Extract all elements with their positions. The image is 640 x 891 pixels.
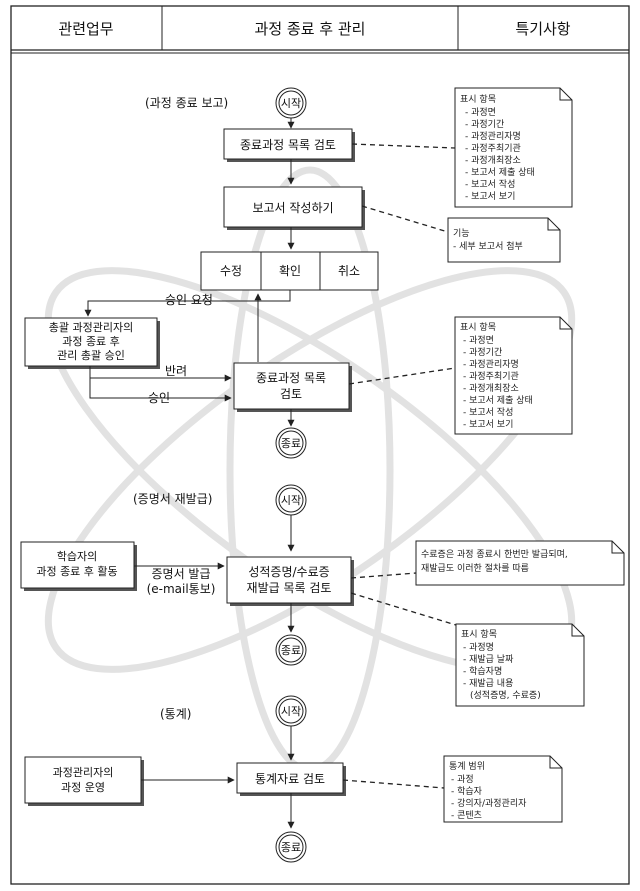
- svg-text:검토: 검토: [280, 387, 302, 401]
- svg-text:과정관리자의: 과정관리자의: [53, 766, 114, 779]
- note-stats-scope: 통계 범위 - 과정 - 학습자 - 강의자/과정관리자 - 콘텐츠: [443, 755, 563, 823]
- review-box-1: 종료과정 목록 검토: [223, 128, 355, 162]
- svg-text:관리 총괄 승인: 관리 총괄 승인: [57, 349, 125, 362]
- svg-text:성적증명/수료증: 성적증명/수료증: [248, 565, 329, 579]
- action-buttons: 수정 확인 취소: [200, 251, 379, 291]
- note-display-items-1: 표시 항목 - 과정면 - 과정기간 - 과정관리자명 - 과정주최기관 - 과…: [454, 87, 573, 208]
- reissue-review-box: 성적증명/수료증 재발급 목록 검토: [226, 556, 354, 606]
- svg-text:- 강의자/과정관리자: - 강의자/과정관리자: [451, 798, 527, 809]
- svg-text:시작: 시작: [281, 97, 301, 110]
- svg-text:- 재발급 날짜: - 재발급 날짜: [463, 654, 514, 665]
- start-node-1: 시작: [275, 87, 307, 119]
- approver-box: 총괄 과정관리자의 과정 종료 후 관리 총괄 승인: [24, 317, 160, 369]
- svg-text:보고서 작성하기: 보고서 작성하기: [252, 201, 333, 215]
- note-function: 기능 - 세부 보고서 첨부: [447, 217, 561, 263]
- svg-text:종료: 종료: [281, 437, 301, 450]
- svg-text:- 과정면: - 과정면: [465, 107, 496, 118]
- svg-text:- 과정관리자명: - 과정관리자명: [465, 131, 521, 142]
- header-row: 관련업무 과정 종료 후 관리 특기사항: [11, 6, 629, 54]
- section-title-reissue: (증명서 재발급): [133, 492, 212, 506]
- svg-text:- 재발급 내용: - 재발급 내용: [463, 678, 513, 689]
- svg-text:- 보고서 보기: - 보고서 보기: [463, 419, 513, 430]
- page-frame: [10, 5, 630, 885]
- svg-text:학습자의: 학습자의: [57, 550, 97, 563]
- end-node-1: 종료: [275, 427, 307, 459]
- svg-text:표시 항목: 표시 항목: [460, 322, 496, 333]
- approve-label: 승인: [148, 391, 170, 405]
- start-node-3: 시작: [275, 695, 307, 727]
- note-display-items-2: 표시 항목 - 과정면 - 과정기간 - 과정관리자명 - 과정주최기관 - 과…: [454, 316, 573, 435]
- stats-review-box: 통계자료 검토: [236, 762, 346, 796]
- svg-text:종료: 종료: [281, 841, 301, 854]
- end-node-3: 종료: [275, 831, 307, 863]
- start-node-2: 시작: [275, 484, 307, 516]
- svg-text:- 과정: - 과정: [451, 774, 474, 785]
- approval-request-label: 승인 요청: [165, 293, 213, 307]
- header-col-post-course: 과정 종료 후 관리: [255, 20, 366, 38]
- svg-text:총괄 과정관리자의: 총괄 과정관리자의: [49, 321, 133, 334]
- svg-text:과정 종료 후: 과정 종료 후: [62, 335, 120, 348]
- svg-text:시작: 시작: [281, 494, 301, 507]
- svg-text:표시 항목: 표시 항목: [461, 629, 497, 640]
- header-col-related: 관련업무: [58, 20, 113, 38]
- svg-text:- 세부 보고서 첨부: - 세부 보고서 첨부: [453, 241, 523, 252]
- svg-text:수료증은 과정 종료시 한번만 발급되며,: 수료증은 과정 종료시 한번만 발급되며,: [421, 549, 568, 560]
- svg-text:- 과정관리자명: - 과정관리자명: [463, 359, 519, 370]
- svg-text:기능: 기능: [453, 228, 470, 239]
- issue-label-line2: (e-mail통보): [147, 582, 216, 596]
- svg-text:- 보고서 작성: - 보고서 작성: [465, 179, 515, 190]
- svg-text:- 학습자: - 학습자: [451, 786, 483, 797]
- svg-text:- 과정기간: - 과정기간: [463, 347, 502, 358]
- svg-text:(성적증명, 수료증): (성적증명, 수료증): [470, 689, 541, 701]
- report-write-box: 보고서 작성하기: [223, 186, 365, 230]
- svg-text:- 과정기간: - 과정기간: [465, 119, 504, 130]
- header-col-remarks: 특기사항: [515, 20, 570, 38]
- svg-text:- 과정주최기관: - 과정주최기관: [465, 143, 521, 154]
- svg-text:- 보고서 작성: - 보고서 작성: [463, 407, 513, 418]
- review-box-2: 종료과정 목록 검토: [233, 362, 352, 412]
- svg-text:과정 운영: 과정 운영: [61, 781, 105, 794]
- svg-text:시작: 시작: [281, 705, 301, 718]
- section-title-completion-report: (과정 종료 보고): [145, 96, 228, 110]
- svg-text:종료: 종료: [281, 644, 301, 657]
- svg-text:- 과정명: - 과정명: [463, 642, 494, 653]
- svg-text:- 보고서 제출 상태: - 보고서 제출 상태: [463, 395, 533, 406]
- svg-text:- 보고서 보기: - 보고서 보기: [465, 191, 515, 202]
- course-operation-box: 과정관리자의 과정 운영: [24, 756, 144, 806]
- cancel-button: 취소: [338, 264, 360, 278]
- svg-text:- 과정면: - 과정면: [463, 335, 494, 346]
- svg-text:표시 항목: 표시 항목: [460, 94, 496, 105]
- svg-text:- 과정개최장소: - 과정개최장소: [463, 383, 519, 394]
- note-reissue-policy: 수료증은 과정 종료시 한번만 발급되며, 재발급도 이러한 절차를 따름: [415, 540, 625, 586]
- note-display-items-3: 표시 항목 - 과정명 - 재발급 날짜 - 학습자명 - 재발급 내용 (성적…: [455, 623, 585, 707]
- edit-button: 수정: [220, 264, 242, 278]
- svg-text:재발급 목록 검토: 재발급 목록 검토: [247, 581, 332, 595]
- svg-text:- 보고서 제출 상태: - 보고서 제출 상태: [465, 167, 535, 178]
- svg-text:통계 범위: 통계 범위: [449, 760, 485, 772]
- svg-text:과정 종료 후 활동: 과정 종료 후 활동: [36, 564, 117, 578]
- reject-label: 반려: [165, 364, 187, 378]
- svg-text:통계자료 검토: 통계자료 검토: [255, 772, 325, 786]
- section-title-stats: (통계): [160, 707, 191, 721]
- issue-label-line1: 증명서 발급: [151, 567, 210, 581]
- svg-text:종료과정 목록 검토: 종료과정 목록 검토: [240, 138, 336, 152]
- svg-text:재발급도 이러한 절차를 따름: 재발급도 이러한 절차를 따름: [421, 562, 529, 574]
- svg-text:종료과정 목록: 종료과정 목록: [256, 371, 326, 385]
- svg-text:- 콘텐츠: - 콘텐츠: [451, 810, 482, 821]
- learner-activity-box: 학습자의 과정 종료 후 활동: [20, 541, 137, 591]
- svg-text:- 학습자명: - 학습자명: [463, 666, 502, 677]
- confirm-button: 확인: [279, 264, 301, 278]
- end-node-2: 종료: [275, 634, 307, 666]
- svg-text:- 과정개최장소: - 과정개최장소: [465, 155, 521, 166]
- svg-text:- 과정주최기관: - 과정주최기관: [463, 371, 519, 382]
